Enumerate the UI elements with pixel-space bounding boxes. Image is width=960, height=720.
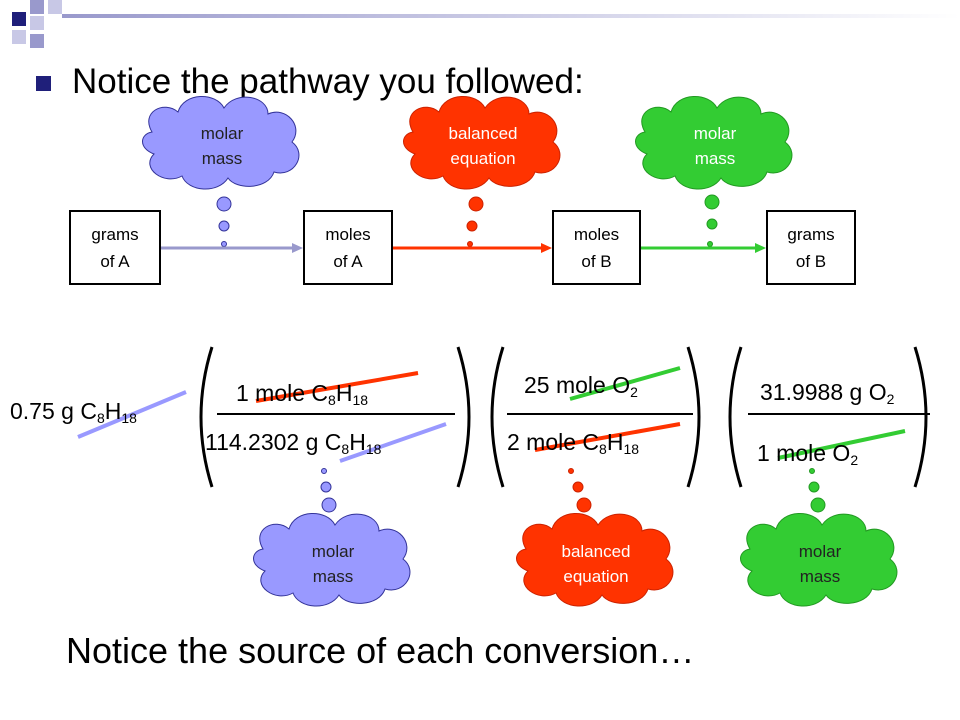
eq-factor2-denominator: 2 mole C8H18 [507, 429, 640, 457]
bubbles-top-blue [216, 196, 232, 247]
eq-factor1-denominator: 114.2302 g C8H18 [205, 429, 382, 457]
bubbles-top-red [466, 196, 484, 247]
strike-start-blue [77, 390, 187, 439]
strike-f2-num-green [569, 366, 681, 401]
strike-f1-num-red [255, 371, 419, 403]
bubbles-bottom-blue [320, 468, 337, 513]
title-bullet [36, 76, 51, 91]
eq-start-value: 0.75 g C8H18 [10, 398, 137, 426]
eq-factor3-denominator: 1 mole O2 [757, 440, 859, 468]
bubbles-bottom-red [568, 468, 592, 513]
bottom-note: Notice the source of each conversion… [66, 630, 695, 671]
bubbles-bottom-green [808, 468, 826, 513]
strike-f2-den-red [534, 422, 681, 452]
parentheses [199, 346, 928, 488]
arrow-blue [161, 243, 303, 253]
strike-f3-den-green [777, 429, 906, 460]
strike-f1-den-blue [339, 422, 447, 463]
page-title: Notice the pathway you followed: [72, 62, 584, 101]
arrow-red [393, 243, 552, 253]
eq-factor1-numerator: 1 mole C8H18 [236, 380, 369, 408]
bubbles-top-green [704, 194, 720, 247]
arrow-green [641, 243, 766, 253]
eq-factor2-numerator: 25 mole O2 [524, 372, 638, 400]
eq-factor3-numerator: 31.9988 g O2 [760, 379, 895, 407]
